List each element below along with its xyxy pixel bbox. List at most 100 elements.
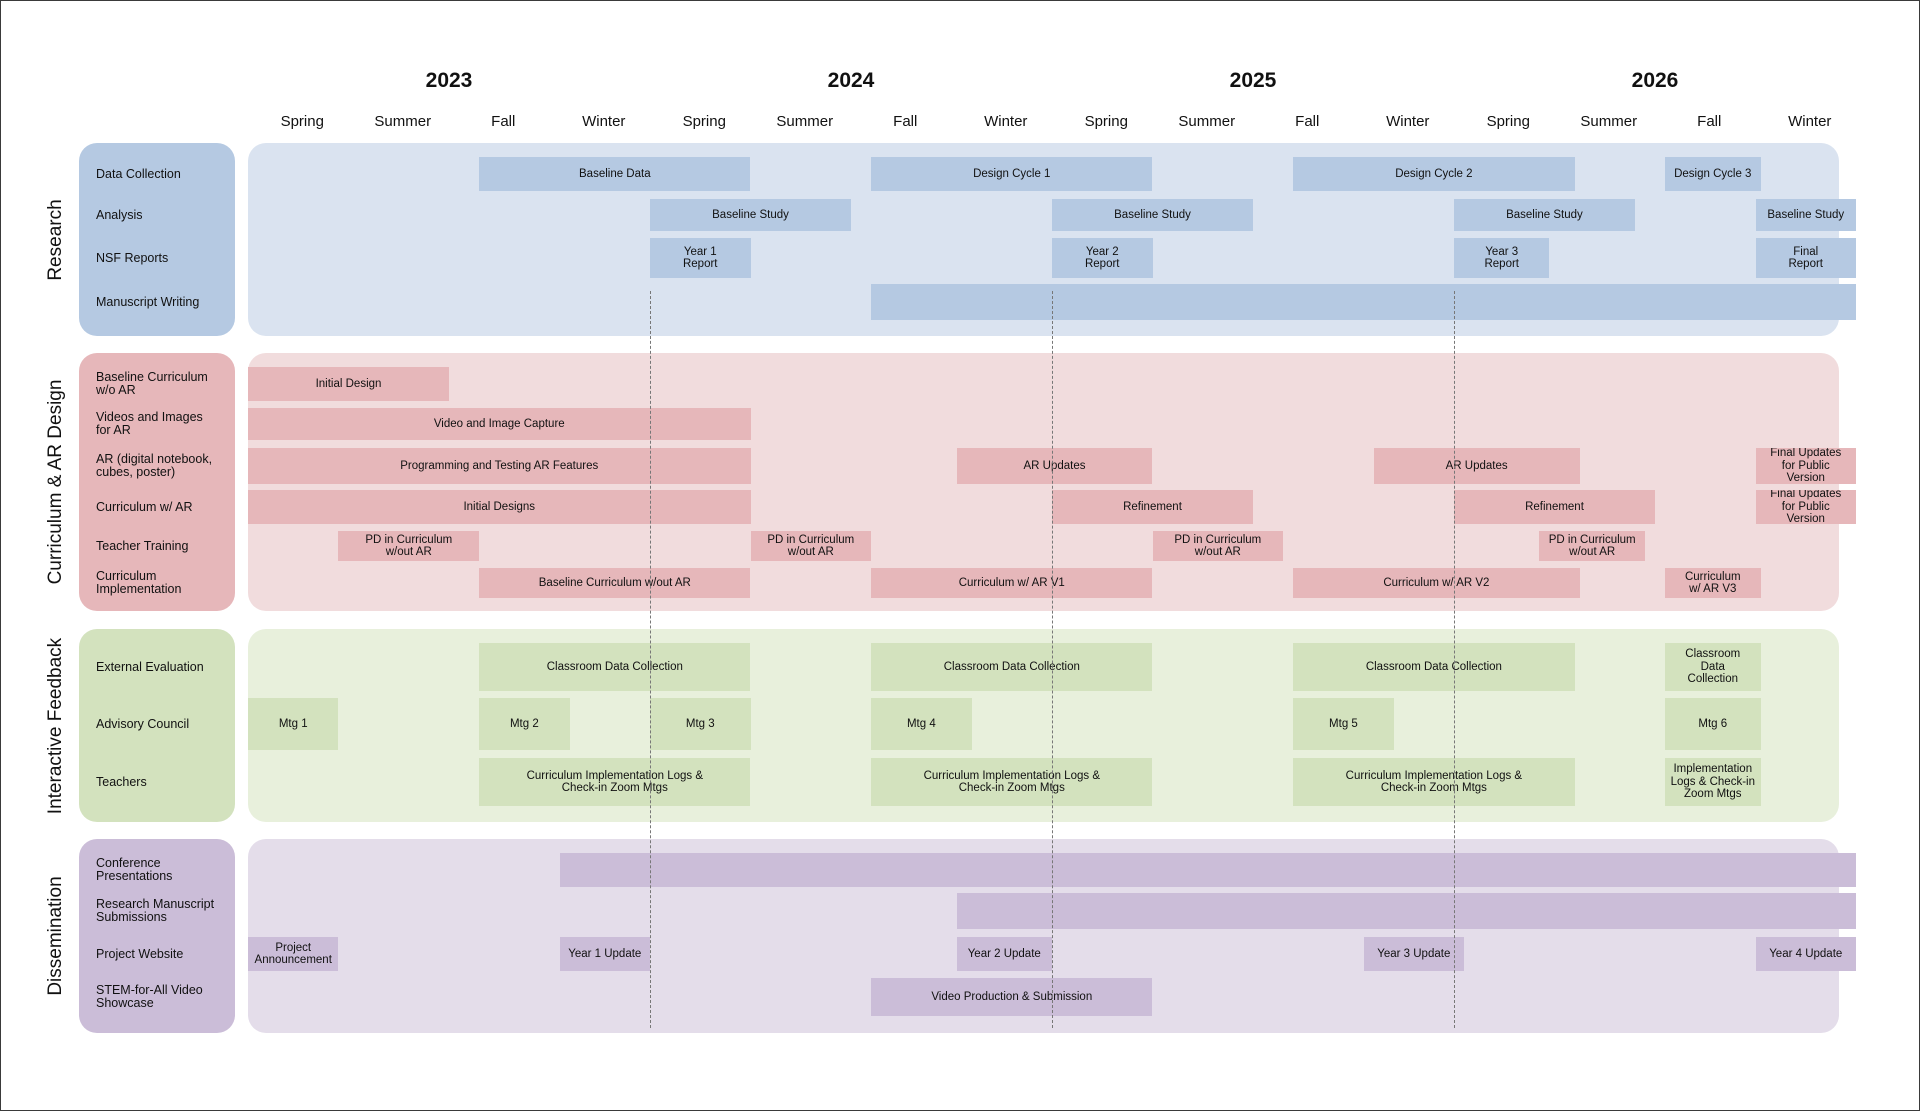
row-label: STEM-for-All Video Showcase <box>96 983 203 1010</box>
year-label-2023: 2023 <box>425 69 473 92</box>
activity-bar: Baseline Study <box>650 199 851 231</box>
activity-bar: Final Updates for Public Version <box>1755 490 1856 524</box>
activity-bar: Year 3 Update <box>1363 937 1465 971</box>
activity-bar: Design Cycle 2 <box>1293 157 1575 191</box>
season-label: Winter <box>984 113 1028 130</box>
activity-bar: Year 2 Report <box>1052 238 1153 278</box>
row-label: External Evaluation <box>96 659 204 674</box>
row-label: Teachers <box>96 774 147 789</box>
activity-bar: Baseline Study <box>1454 199 1635 231</box>
activity-bar: Mtg 2 <box>479 698 570 750</box>
activity-bar: Curriculum Implementation Logs & Check-i… <box>871 758 1153 806</box>
row-label: Videos and Images for AR <box>96 410 203 437</box>
activity-bar <box>559 853 1856 887</box>
activity-bar: Baseline Study <box>1052 199 1253 231</box>
activity-bar: Initial Designs <box>248 490 751 524</box>
season-label: Winter <box>582 113 626 130</box>
activity-bar: Curriculum Implementation Logs & Check-i… <box>479 758 751 806</box>
activity-bar: Classroom Data Collection <box>871 643 1153 691</box>
activity-bar: Year 1 Report <box>650 238 751 278</box>
season-label: Spring <box>1084 113 1128 130</box>
year-label-2024: 2024 <box>827 69 875 92</box>
activity-bar: Project Announcement <box>248 937 339 971</box>
activity-bar <box>871 284 1856 320</box>
row-label: NSF Reports <box>96 250 169 265</box>
curric-label-panel <box>79 353 235 611</box>
activity-bar: Programming and Testing AR Features <box>248 448 751 484</box>
research-group-title: Research <box>45 198 66 281</box>
activity-bar: Video Production & Submission <box>871 978 1153 1016</box>
activity-bar: Classroom Data Collection <box>479 643 751 691</box>
row-label: AR (digital notebook, cubes, poster) <box>96 452 213 479</box>
season-label: Fall <box>1295 113 1320 130</box>
season-label: Spring <box>682 113 726 130</box>
row-label: Teacher Training <box>96 538 189 553</box>
dissem-label-panel <box>79 839 235 1033</box>
feedback-label-panel <box>79 629 235 822</box>
activity-bar: Initial Design <box>248 367 449 401</box>
activity-bar: Baseline Data <box>479 157 751 191</box>
activity-bar: Classroom Data Collection <box>1293 643 1575 691</box>
season-label: Winter <box>1386 113 1430 130</box>
year-label-2025: 2025 <box>1229 69 1277 92</box>
row-label: Project Website <box>96 946 184 961</box>
activity-bar: Mtg 6 <box>1665 698 1761 750</box>
row-label: Baseline Curriculum w/o AR <box>96 370 208 397</box>
season-label: Summer <box>1580 113 1638 130</box>
activity-bar: AR Updates <box>956 448 1153 484</box>
activity-bar: AR Updates <box>1373 448 1580 484</box>
activity-bar: Curriculum w/ AR V1 <box>871 568 1153 598</box>
activity-bar: PD in Curriculum w/out AR <box>750 531 872 561</box>
activity-bar: PD in Curriculum w/out AR <box>1539 531 1645 561</box>
activity-bar: PD in Curriculum w/out AR <box>338 531 480 561</box>
season-label: Spring <box>1486 113 1530 130</box>
year-divider-line <box>650 291 651 1028</box>
activity-bar: Year 4 Update <box>1755 937 1856 971</box>
activity-bar: Classroom Data Collection <box>1665 643 1761 691</box>
activity-bar: Design Cycle 1 <box>871 157 1153 191</box>
row-label: Advisory Council <box>96 716 190 731</box>
activity-bar: Baseline Study <box>1755 199 1856 231</box>
activity-bar: Year 3 Report <box>1454 238 1550 278</box>
season-label: Fall <box>491 113 516 130</box>
row-label: Manuscript Writing <box>96 294 200 309</box>
activity-bar: Final Updates for Public Version <box>1755 448 1856 484</box>
row-label: Analysis <box>96 207 143 222</box>
activity-bar: Year 2 Update <box>956 937 1052 971</box>
activity-bar: PD in Curriculum w/out AR <box>1152 531 1284 561</box>
activity-bar: Mtg 5 <box>1293 698 1394 750</box>
row-label: Research Manuscript Submissions <box>96 897 215 924</box>
curric-group-title: Curriculum & AR Design <box>45 379 66 585</box>
dissem-group-title: Dissemination <box>45 876 66 996</box>
activity-bar: Mtg 3 <box>650 698 751 750</box>
feedback-group-title: Interactive Feedback <box>45 637 66 814</box>
activity-bar <box>956 893 1856 929</box>
activity-bar: Refinement <box>1052 490 1253 524</box>
activity-bar: Mtg 4 <box>871 698 972 750</box>
season-label: Spring <box>280 113 324 130</box>
row-label: Conference Presentations <box>96 856 173 883</box>
activity-bar: Curriculum Implementation Logs & Check-i… <box>1293 758 1575 806</box>
row-label: Data Collection <box>96 166 181 181</box>
year-divider-line <box>1052 291 1053 1028</box>
season-label: Summer <box>1178 113 1236 130</box>
activity-bar: Curriculum w/ AR V3 <box>1665 568 1761 598</box>
season-label: Summer <box>776 113 834 130</box>
season-label: Fall <box>893 113 918 130</box>
activity-bar: Design Cycle 3 <box>1665 157 1761 191</box>
activity-bar: Refinement <box>1454 490 1655 524</box>
activity-bar: Year 1 Update <box>559 937 650 971</box>
row-label: Curriculum w/ AR <box>96 499 193 514</box>
activity-bar: Final Report <box>1755 238 1856 278</box>
year-divider-line <box>1454 291 1455 1028</box>
activity-bar: Curriculum w/ AR V2 <box>1293 568 1580 598</box>
season-label: Fall <box>1697 113 1722 130</box>
season-label: Summer <box>374 113 432 130</box>
year-label-2026: 2026 <box>1631 69 1679 92</box>
research-label-panel <box>79 143 235 336</box>
activity-bar: Baseline Curriculum w/out AR <box>479 568 751 598</box>
activity-bar: Implementation Logs & Check-in Zoom Mtgs <box>1665 758 1761 806</box>
activity-bar: Mtg 1 <box>248 698 339 750</box>
season-label: Winter <box>1788 113 1832 130</box>
